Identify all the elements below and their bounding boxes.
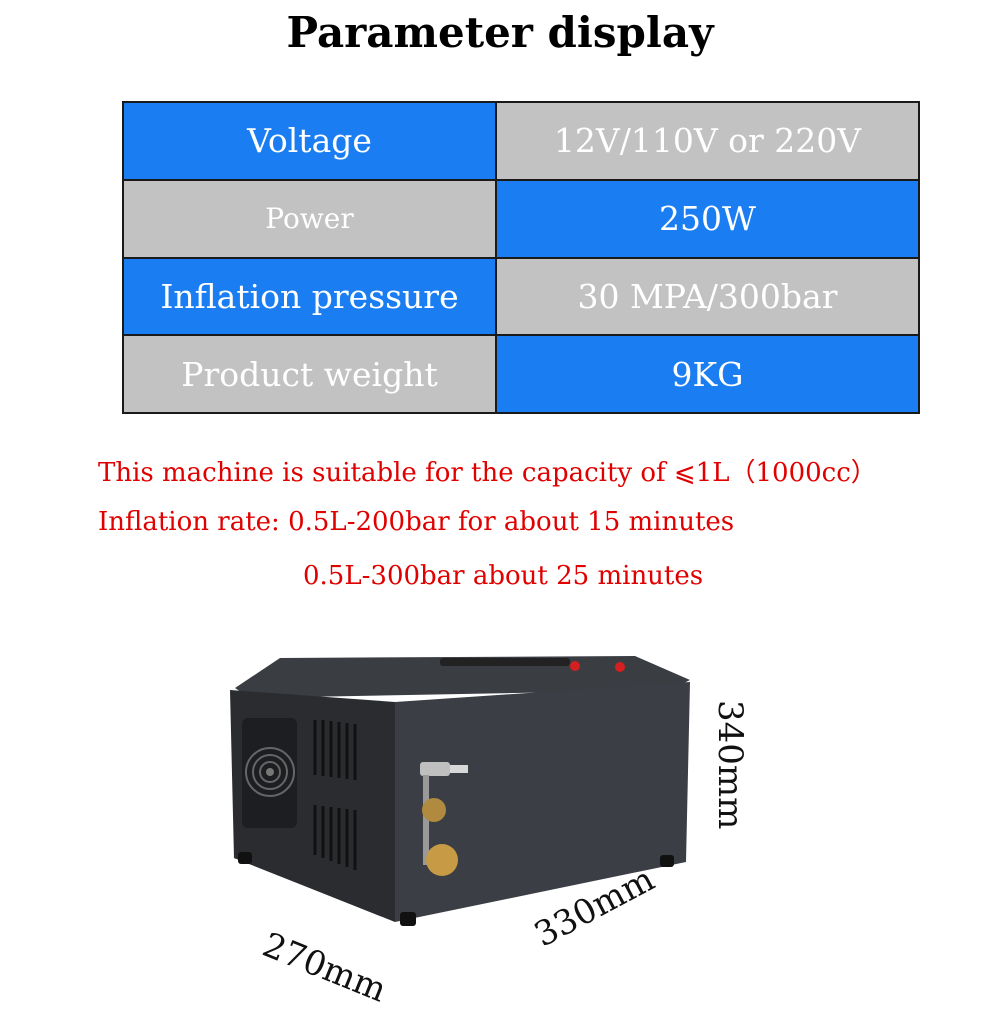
voltage-label: Voltage xyxy=(122,101,497,181)
page-title: Parameter display xyxy=(286,8,714,57)
product-weight-label: Product weight xyxy=(122,334,497,414)
table-row: Voltage 12V/110V or 220V xyxy=(122,101,920,181)
inflation-pressure-label: Inflation pressure xyxy=(122,256,497,337)
vent-slots xyxy=(313,720,357,870)
parameter-table: Voltage 12V/110V or 220V Power 250W Infl… xyxy=(122,101,920,414)
inflation-pressure-value: 30 MPA/300bar xyxy=(495,256,920,337)
power-button-icon xyxy=(570,661,580,671)
start-button-icon xyxy=(615,662,625,672)
brass-fitting-icon xyxy=(420,762,468,876)
machine-foot xyxy=(660,855,674,867)
capacity-note: This machine is suitable for the capacit… xyxy=(98,458,877,488)
fan-grill-icon xyxy=(242,718,297,828)
machine-foot xyxy=(238,852,252,864)
power-label: Power xyxy=(122,178,497,259)
table-row: Product weight 9KG xyxy=(122,334,920,414)
product-weight-value: 9KG xyxy=(495,334,920,414)
height-dimension: 340mm xyxy=(710,700,750,830)
inflation-rate-note: Inflation rate: 0.5L-200bar for about 15… xyxy=(98,507,735,537)
voltage-value: 12V/110V or 220V xyxy=(495,101,920,181)
inflation-rate-note-2: 0.5L-300bar about 25 minutes xyxy=(303,561,704,591)
machine-handle xyxy=(440,658,570,666)
machine-front-face xyxy=(395,682,690,922)
table-row: Inflation pressure 30 MPA/300bar xyxy=(122,256,920,337)
table-row: Power 250W xyxy=(122,178,920,259)
machine-foot xyxy=(400,912,416,926)
compressor-image xyxy=(230,656,690,926)
power-value: 250W xyxy=(495,178,920,259)
